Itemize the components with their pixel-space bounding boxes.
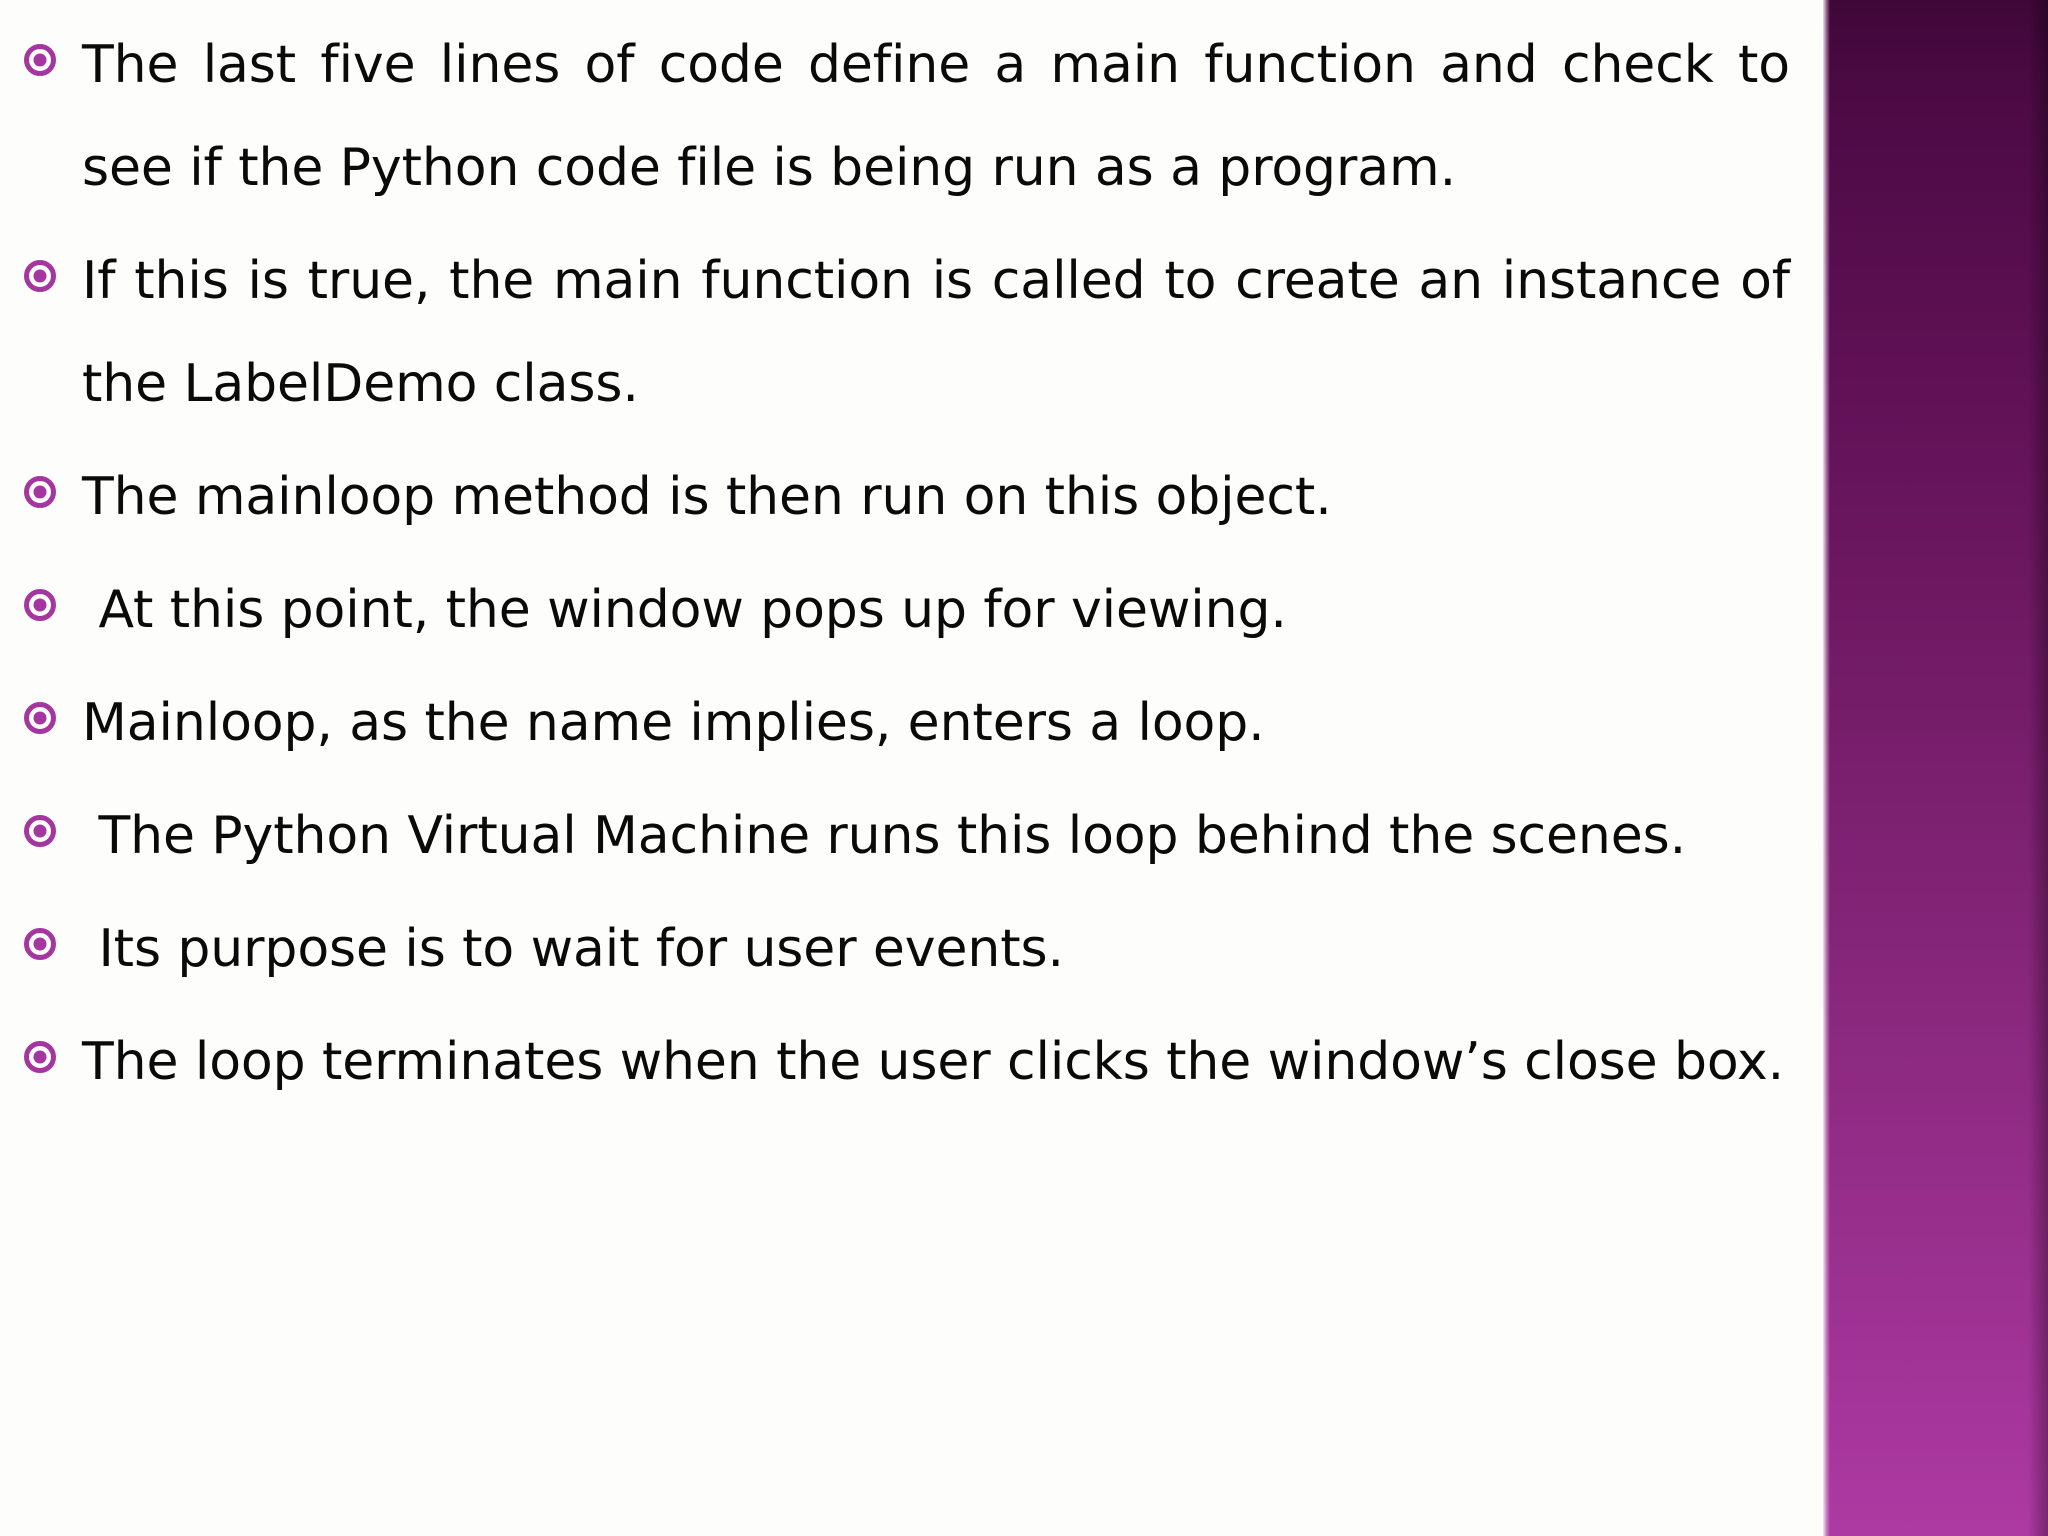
- list-item-text: If this is true, the main function is ca…: [82, 251, 1807, 414]
- list-item: Its purpose is to wait for user events.: [0, 898, 1800, 1001]
- list-item-text: Its purpose is to wait for user events.: [82, 919, 1064, 979]
- bullet-list: The last five lines of code define a mai…: [0, 0, 1800, 1124]
- list-item-text: Mainloop, as the name implies, enters a …: [82, 693, 1265, 753]
- list-item: Mainloop, as the name implies, enters a …: [0, 672, 1800, 775]
- target-dot-bullet-icon: [24, 702, 56, 734]
- target-dot-bullet-icon: [24, 815, 56, 847]
- list-item-text: The last five lines of code define a mai…: [82, 35, 1807, 198]
- target-dot-bullet-icon: [24, 260, 56, 292]
- list-item: The last five lines of code define a mai…: [0, 14, 1800, 220]
- list-item: The mainloop method is then run on this …: [0, 446, 1800, 549]
- list-item-text: The loop terminates when the user clicks…: [82, 1032, 1785, 1092]
- target-dot-bullet-icon: [24, 928, 56, 960]
- list-item-text: The Python Virtual Machine runs this loo…: [82, 806, 1687, 866]
- target-dot-bullet-icon: [24, 44, 56, 76]
- band-right-shadow-edge: [2028, 0, 2048, 1536]
- list-item: At this point, the window pops up for vi…: [0, 559, 1800, 662]
- list-item: The loop terminates when the user clicks…: [0, 1011, 1800, 1114]
- list-item: If this is true, the main function is ca…: [0, 230, 1800, 436]
- list-item-text: The mainloop method is then run on this …: [82, 467, 1332, 527]
- target-dot-bullet-icon: [24, 1041, 56, 1073]
- list-item-text: At this point, the window pops up for vi…: [82, 580, 1287, 640]
- decorative-gradient-band: [1823, 0, 2048, 1536]
- target-dot-bullet-icon: [24, 589, 56, 621]
- band-left-highlight-edge: [1823, 0, 1830, 1536]
- list-item: The Python Virtual Machine runs this loo…: [0, 785, 1800, 888]
- target-dot-bullet-icon: [24, 476, 56, 508]
